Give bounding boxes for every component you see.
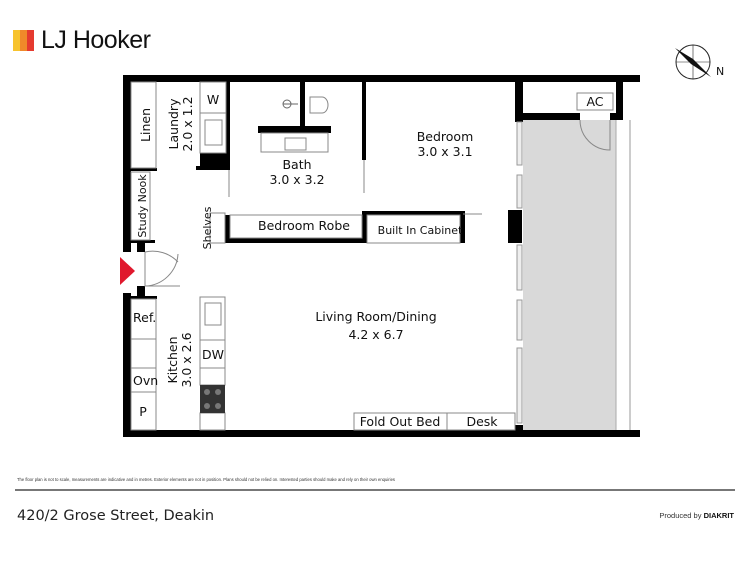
door-lines — [144, 119, 611, 287]
windows — [516, 121, 523, 424]
bedroom-size: 3.0 x 3.1 — [417, 144, 472, 159]
bedroom-label: Bedroom — [417, 129, 474, 144]
shelves-label: Shelves — [201, 206, 214, 249]
produced-by: Produced by DIAKRIT — [659, 511, 734, 520]
balcony — [523, 120, 616, 430]
living-room-label: Living Room/Dining — [315, 309, 436, 324]
disclaimer: The floor plan is not to scale, measurem… — [17, 477, 396, 482]
desk-label: Desk — [466, 414, 498, 429]
shower-icon — [282, 99, 298, 109]
cooktop-icon — [200, 385, 225, 413]
built-in-cabinet-label: Built In Cabinet — [378, 224, 463, 237]
living-room-size: 4.2 x 6.7 — [348, 327, 403, 342]
laundry-size: 2.0 x 1.2 — [180, 96, 195, 151]
bath-size: 3.0 x 3.2 — [269, 172, 324, 187]
dishwasher-label: DW — [202, 347, 224, 362]
footer-divider — [15, 489, 735, 491]
walls — [123, 75, 640, 437]
ac-label: AC — [586, 94, 603, 109]
laundry-label: Laundry — [166, 98, 181, 150]
logo-bar-orange — [20, 30, 27, 51]
study-nook-label: Study Nook — [136, 174, 149, 238]
kitchen-label: Kitchen — [165, 337, 180, 384]
compass-north-label: N — [716, 65, 724, 78]
pantry-label: P — [139, 404, 147, 419]
produced-by-text: Produced by — [659, 511, 702, 520]
lj-hooker-logo: LJ Hooker — [13, 26, 151, 54]
bath-label: Bath — [282, 157, 311, 172]
bedroom-robe-label: Bedroom Robe — [258, 218, 350, 233]
producer-name: DIAKRIT — [703, 511, 734, 520]
washer-label: W — [207, 92, 219, 107]
property-address: 420/2 Grose Street, Deakin — [17, 508, 215, 524]
logo-bar-yellow — [13, 30, 20, 51]
oven-label: Ovn — [133, 373, 158, 388]
fold-out-bed-label: Fold Out Bed — [360, 414, 441, 429]
kitchen-size: 3.0 x 2.6 — [179, 332, 194, 387]
cabinetry — [130, 81, 614, 431]
fridge-label: Ref. — [133, 310, 156, 325]
logo-bar-red — [27, 30, 34, 51]
entry-marker — [120, 257, 135, 285]
compass-icon: N — [675, 44, 724, 80]
linen-label: Linen — [138, 108, 153, 142]
logo-text: LJ Hooker — [41, 26, 151, 54]
